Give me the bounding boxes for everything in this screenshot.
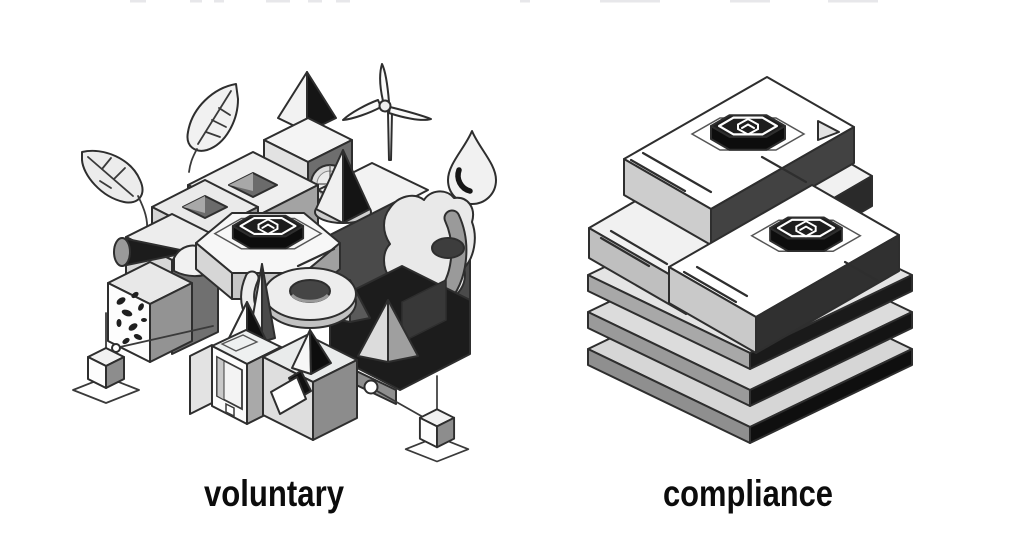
wind-turbine-icon [342,63,432,161]
cube-pin-marker [376,375,470,463]
card-cube [262,329,358,441]
certificate-plate [623,76,855,246]
leaf-icon [81,149,149,232]
leaf-icon [186,83,239,173]
torus [263,267,357,329]
water-drop-icon [447,130,497,205]
dotted-cube [107,261,193,363]
certificate-plate [668,184,900,354]
voluntary-label: voluntary [204,473,344,514]
cube-pin-marker [72,312,214,404]
top-edge-artifacts [130,0,878,3]
voluntary-illustration [72,63,497,463]
compliance-label: compliance [663,473,833,514]
compliance-illustration [587,76,913,444]
triangle-mark-icon [817,120,840,141]
